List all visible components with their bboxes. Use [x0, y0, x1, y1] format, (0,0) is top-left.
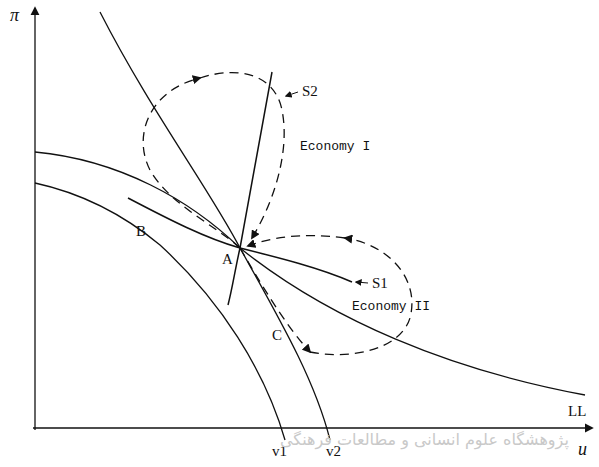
v2-curve	[100, 12, 330, 440]
economy-ii-path	[248, 236, 345, 246]
watermark: پژوهشگاه علوم انسانی و مطالعات فرهنگی	[280, 432, 569, 448]
curve-label: LL	[568, 404, 586, 419]
y-axis	[34, 8, 35, 430]
economy-ii-path	[310, 238, 412, 355]
curve-label: S1	[372, 276, 388, 291]
v1-curve	[35, 183, 285, 440]
s2-saddle	[228, 72, 272, 305]
region-label: Economy II	[352, 300, 430, 313]
economy-ii-path	[240, 248, 310, 352]
s1-pointer	[356, 282, 368, 283]
s2-pointer	[286, 92, 298, 96]
point-label: B	[136, 224, 146, 239]
x-axis	[33, 427, 592, 428]
economy-i-path	[200, 73, 284, 238]
axis-label: u	[578, 440, 587, 458]
point-label: C	[272, 328, 282, 343]
ll-curve	[35, 152, 585, 395]
s1-saddle	[128, 198, 352, 282]
axis-label: π	[10, 6, 19, 24]
region-label: Economy I	[300, 140, 370, 153]
economy-i-path	[143, 78, 240, 248]
curve-label: S2	[302, 84, 318, 99]
point-label: A	[222, 252, 233, 267]
